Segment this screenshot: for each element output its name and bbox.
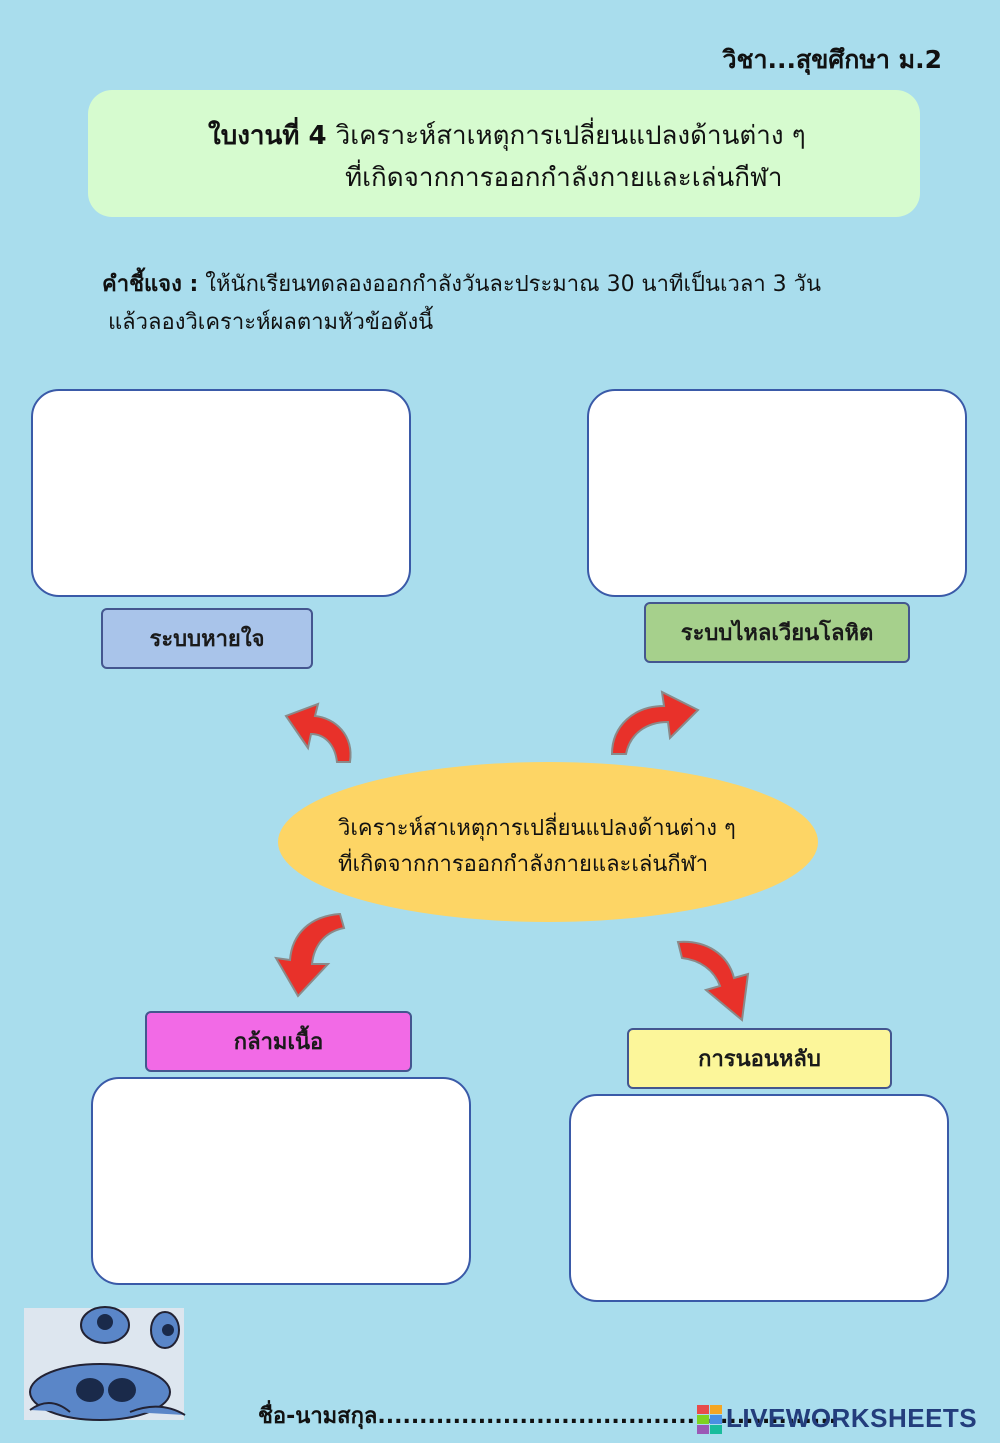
liveworksheets-watermark: LIVEWORKSHEETS xyxy=(726,1403,978,1433)
center-topic-line-1: วิเคราะห์สาเหตุการเปลี่ยนแปลงด้านต่าง ๆ xyxy=(338,816,736,841)
label-sleep-text: การนอนหลับ xyxy=(698,1047,821,1072)
center-topic-ellipse xyxy=(278,762,818,922)
instructions-text-1: ให้นักเรียนทดลองออกกำลังวันละประมาณ 30 น… xyxy=(205,272,822,297)
arrow-to-respiratory-icon xyxy=(284,702,352,763)
mascot-illustration-icon xyxy=(24,1306,186,1421)
arrow-to-muscle-icon xyxy=(274,912,346,998)
label-sleep: การนอนหลับ xyxy=(627,1028,892,1089)
instructions-line-1: คำชี้แจง : ให้นักเรียนทดลองออกกำลังวันละ… xyxy=(102,266,821,301)
arrow-to-circulatory-icon xyxy=(610,690,700,755)
subject-label: วิชา...สุขศึกษา ม.2 xyxy=(722,45,942,74)
student-name-line: ชื่อ-นามสกุล............................… xyxy=(258,1404,838,1429)
label-muscle-text: กล้ามเนื้อ xyxy=(233,1030,324,1055)
instructions-line-2: แล้วลองวิเคราะห์ผลตามหัวข้อดังนี้ xyxy=(108,310,434,335)
answer-box-circulatory[interactable] xyxy=(587,389,967,597)
label-circulatory-text: ระบบไหลเวียนโลหิต xyxy=(680,621,874,646)
title-box xyxy=(88,90,920,217)
label-respiratory-text: ระบบหายใจ xyxy=(149,627,265,652)
worksheet-number: ใบงานที่ 4 xyxy=(208,121,327,151)
answer-box-muscle[interactable] xyxy=(91,1077,471,1285)
arrow-to-sleep-icon xyxy=(676,940,750,1022)
label-muscle: กล้ามเนื้อ xyxy=(145,1011,412,1072)
label-circulatory: ระบบไหลเวียนโลหิต xyxy=(644,602,910,663)
title-line-2: ที่เกิดจากการออกกำลังกายและเล่นกีฬา xyxy=(345,163,783,193)
title-line-1: วิเคราะห์สาเหตุการเปลี่ยนแปลงด้านต่าง ๆ xyxy=(335,121,806,151)
answer-box-respiratory[interactable] xyxy=(31,389,411,597)
instructions-label: คำชี้แจง : xyxy=(102,272,199,297)
answer-box-sleep[interactable] xyxy=(569,1094,949,1302)
label-respiratory: ระบบหายใจ xyxy=(101,608,313,669)
liveworksheets-logo-icon xyxy=(697,1405,722,1434)
worksheet-title: ใบงานที่ 4 วิเคราะห์สาเหตุการเปลี่ยนแปลง… xyxy=(208,115,806,156)
center-topic-line-2: ที่เกิดจากการออกกำลังกายและเล่นกีฬา xyxy=(338,852,709,877)
